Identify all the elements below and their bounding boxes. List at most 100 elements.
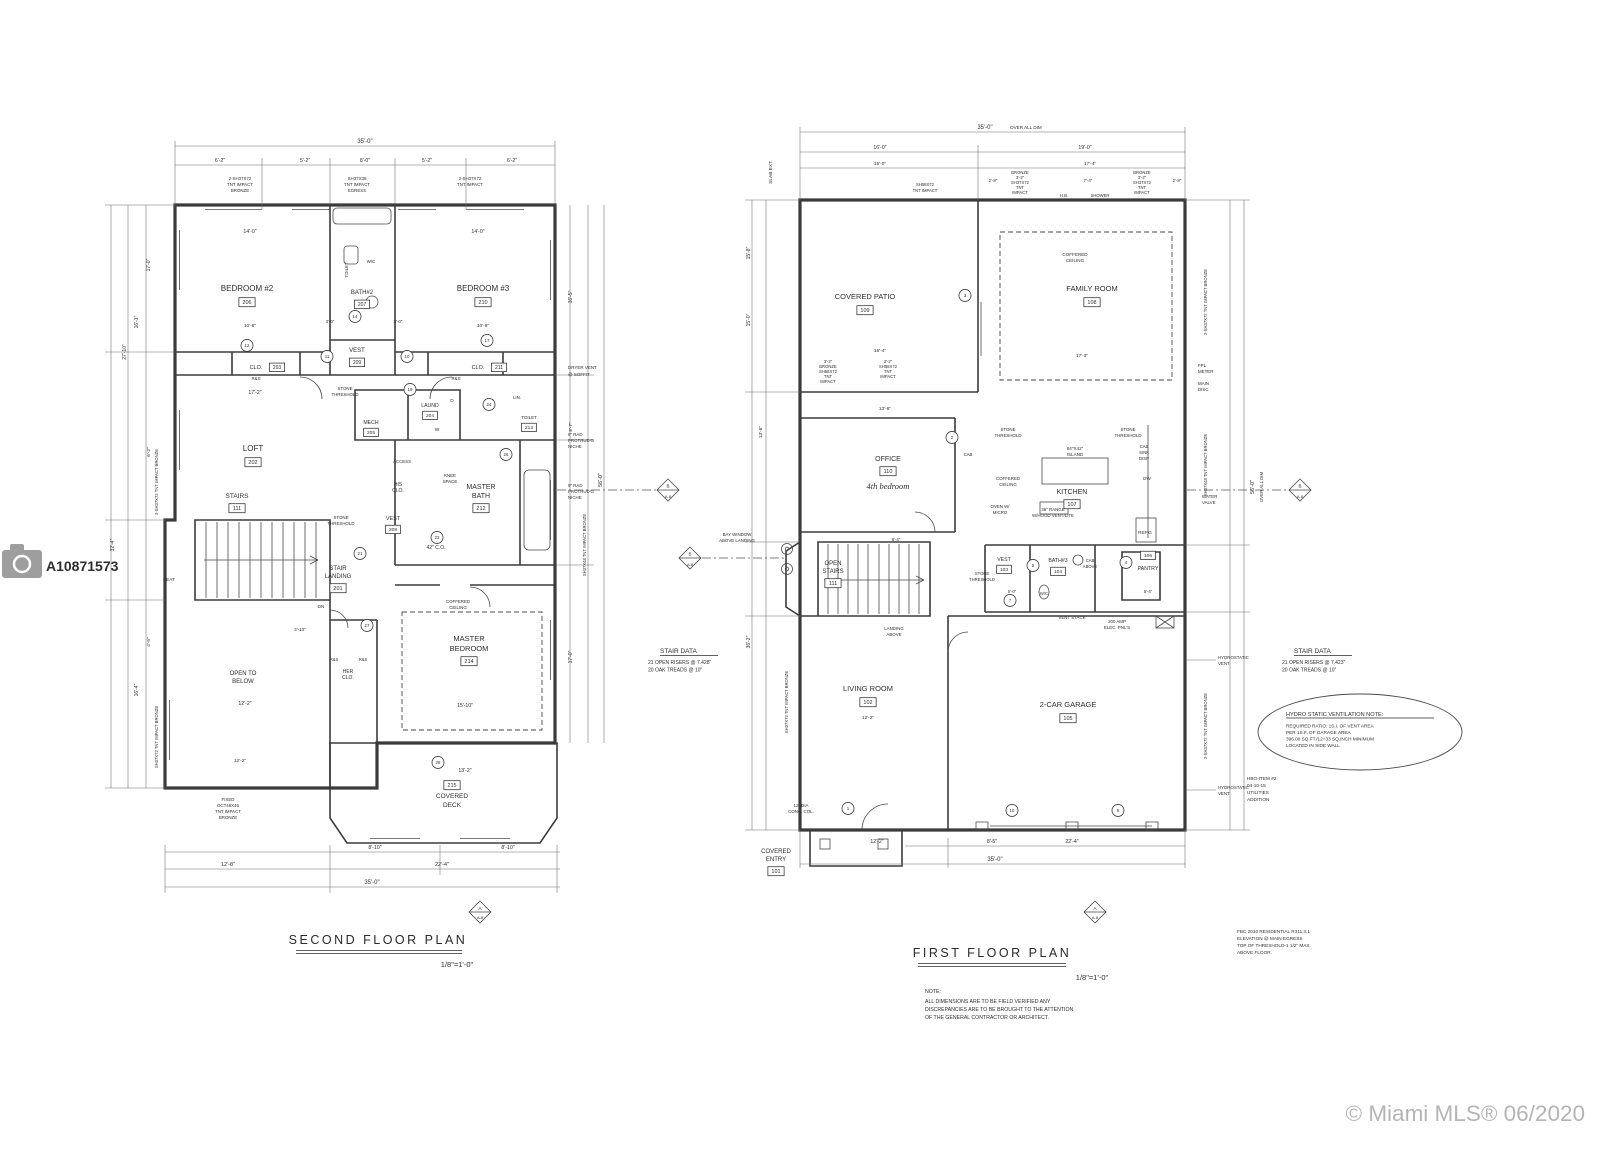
plan-text: CLO. (472, 365, 485, 371)
plan-text: SH37X48 TNT IMPACT BRONZE (1203, 434, 1208, 496)
interior-walls-lower (194, 519, 555, 788)
section-marker-letter: B (1298, 484, 1301, 489)
room-tag: 206 (242, 300, 251, 306)
plan-text: VALVE (1202, 500, 1216, 505)
room-label-master-bath: MASTER (466, 484, 495, 491)
plan-text: 16'-1" (134, 315, 140, 328)
plan-text: 7 (1009, 598, 1012, 603)
plan-text: 15'-10" (457, 703, 473, 709)
keynote-circle (482, 398, 496, 411)
room-label-bedroom2: BEDROOM #2 (221, 284, 274, 293)
fbc-note-line: TOP OF THRESHOLD-1 1/2" MAX. (1237, 943, 1311, 948)
porch-column (877, 838, 889, 850)
plan-text: ISLAND (1067, 452, 1084, 457)
plan-text: VEST (386, 516, 401, 522)
plan-text: 4 (1125, 560, 1128, 565)
porch-column (819, 838, 831, 850)
plan-text: 17'-2" (248, 390, 261, 396)
plan-text: IMPACT (1012, 190, 1028, 195)
plan-text: 7'-4" (1084, 178, 1093, 183)
hall-bath-pantry-walls (984, 544, 1185, 613)
room-tag: 215 (447, 783, 456, 789)
fbc-note-line: ABOVE FLOOR. (1237, 950, 1272, 955)
plan-text: 12'-2" (234, 758, 247, 764)
plan-text: THRESHOLD (1114, 433, 1141, 438)
room-tag: 107 (1067, 502, 1076, 508)
room-tag-box (268, 362, 285, 373)
section-marker-sheet: A-8 (687, 562, 694, 567)
room-tag-box (490, 362, 507, 373)
plan-text: 4'-5" (146, 637, 152, 647)
plan-text: SH37X72 (1133, 180, 1152, 185)
plan-text: 5 (1032, 563, 1035, 568)
plan-text: 2-SH37X72 TNT IMPACT BRONZE (1203, 269, 1208, 335)
section-marker-diamond (468, 900, 492, 924)
plan-text: 42" C.O. (426, 545, 445, 551)
electric-panel (1155, 615, 1175, 629)
dimension-lines (105, 141, 605, 893)
plan-text: METER (1198, 369, 1213, 374)
room-tag-box (363, 427, 379, 437)
hbo-note-line: UTILITIES (1247, 790, 1269, 795)
section-marker-sheet: A-8 (477, 915, 484, 920)
plan-text: COFFERED (1062, 252, 1088, 257)
plan-text: 22'-4" (435, 862, 449, 868)
room-tag: 209 (353, 360, 362, 366)
section-marker-diamond (1288, 478, 1312, 502)
plan-text: W/C (1040, 591, 1048, 596)
section-marker-letter: B (666, 484, 669, 489)
room-tag-box (238, 297, 256, 308)
room-tag: 111 (233, 506, 241, 512)
room-label-bath2: BATH#2 (351, 290, 374, 296)
keynote-circle (1111, 804, 1125, 817)
plan-text: SH37X38 (348, 176, 367, 181)
keynote-circle (958, 289, 972, 302)
plan-text: CLO. (250, 365, 263, 371)
room-tag: 108 (1087, 300, 1096, 306)
watermarks: A10871573 © Miami MLS® 06/2020 (2, 544, 1585, 1126)
room-label-living-room: LIVING ROOM (843, 684, 893, 693)
stair-data-line: 20 OAK TREADS @ 10" (1282, 668, 1337, 674)
plan-text: SH37X48 TNT IMPACT BRONZE (582, 514, 587, 576)
plan-text: CEILING (449, 605, 467, 610)
plan-text: 16'-4" (874, 348, 887, 354)
plan-text: MECH (363, 420, 379, 426)
plan-text: IMPACT (880, 374, 896, 379)
keynote-circle (320, 350, 334, 363)
plan-text: 32'-4" (110, 538, 116, 551)
plan-text: BEDROOM (450, 644, 489, 653)
section-marker-diamond (656, 478, 680, 502)
room-label-open-stairs: OPEN (824, 561, 841, 567)
plan-text: 16'-0" (873, 145, 886, 151)
plan-text: 9 (1117, 808, 1120, 813)
room-tag-box (329, 583, 347, 594)
plan-text: 8'-4" (892, 537, 901, 542)
room-tag-box (1050, 566, 1066, 576)
stairs-garage-walls (800, 541, 1185, 830)
plan-text: ABOVE LANDING (719, 538, 755, 543)
plan-text: HYDROSTATIC (1218, 655, 1249, 660)
plan-text: STONE (1000, 427, 1015, 432)
room-label-4th-bedroom: 4th bedroom (867, 481, 910, 491)
room-tag-box (443, 780, 461, 791)
room-tag: 110 (884, 469, 893, 475)
room-tag-box (1059, 713, 1077, 724)
plan-text: 24 (487, 402, 492, 407)
stair-data-line: 20 OAK TREADS @ 10" (648, 668, 703, 674)
interior-walls-middle (354, 389, 555, 566)
plan-text: 9" RAD (568, 432, 583, 437)
plan-text: 27'-10" (122, 344, 128, 360)
plan-text: 3'-2" (1138, 175, 1147, 180)
plan-text: TNT (1138, 185, 1147, 190)
plan-text: 23 (435, 535, 440, 540)
plan-text: 3'-2" (824, 359, 833, 364)
plan-text: TNT (1016, 185, 1025, 190)
first-floor-scale: 1/8"=1'-0" (1076, 973, 1109, 982)
keynote-circle (348, 310, 362, 323)
plan-text: 1 (847, 806, 850, 811)
plan-text: PROTRUD'G (568, 489, 595, 494)
plan-text: 12" DIA (794, 803, 809, 808)
room-tag-box (996, 564, 1012, 574)
plan-text: 14 (353, 314, 358, 319)
